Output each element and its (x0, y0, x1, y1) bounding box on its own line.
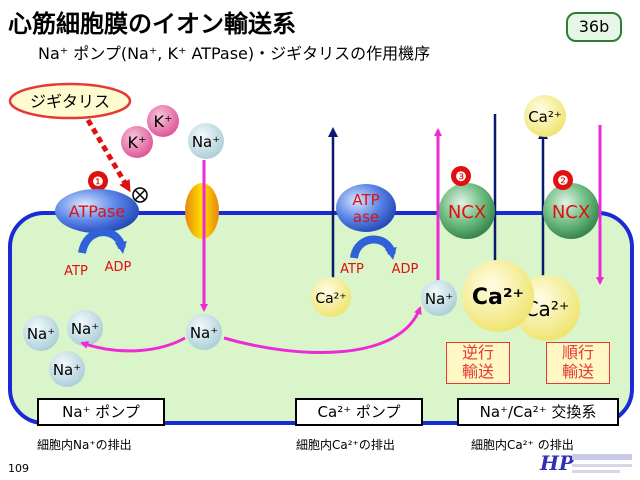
digitalis-label: ジギタリス (30, 92, 110, 111)
na-pump-atpase (55, 189, 139, 233)
ca-pump-label-top: ATP (352, 191, 379, 209)
ca-pump-label-bottom: ase (353, 208, 379, 226)
ca-pump-atpase (336, 184, 396, 232)
reverse-mode-box: 逆行 輸送 (446, 342, 510, 384)
reverse-mode-line-2: 輸送 (461, 362, 494, 381)
k-ion-lower (121, 126, 153, 158)
na-ion-channel-top-label: Na⁺ (192, 133, 220, 151)
svg-text:Ca²⁺: Ca²⁺ (528, 108, 562, 126)
na-pump-atp-label: ATP (64, 264, 88, 279)
marker-one (88, 171, 108, 191)
k-ion-upper-label: K⁺ (154, 112, 173, 131)
na-ion-ncx (421, 280, 457, 316)
ca-pump-atp-label: ATP (340, 262, 364, 277)
na-to-pump-arrow (80, 336, 186, 353)
page-number: 109 (8, 462, 29, 475)
exchanger-caption: 細胞内Ca²⁺ の排出 (471, 438, 574, 452)
k-ion-lower-label: K⁺ (128, 133, 147, 152)
ncx-forward (543, 183, 599, 239)
na-pump-caption: 細胞内Na⁺の排出 (37, 438, 132, 452)
digitalis-inhibition-arrow (85, 118, 131, 193)
ncx-reverse (439, 183, 495, 239)
exchanger-system-label: Na⁺/Ca²⁺ 交換系 (457, 398, 619, 426)
marker-two (553, 170, 573, 190)
na-pump-atpase-label: ATPase (69, 202, 125, 221)
svg-text:Na⁺: Na⁺ (190, 324, 218, 342)
na-to-ncx-arrow (223, 306, 422, 354)
ca-pump-atp-arrow (350, 235, 397, 260)
ca-pump-adp-label: ADP (392, 262, 419, 277)
ca-pump-system-label: Ca²⁺ ポンプ (295, 398, 423, 426)
digitalis-oval (8, 82, 132, 120)
publisher-logo: HP (539, 451, 632, 475)
page-title: 心筋細胞膜のイオン輸送系 (8, 10, 296, 38)
na-channel (185, 183, 219, 239)
svg-text:❶: ❶ (92, 175, 104, 190)
svg-text:Ca²⁺: Ca²⁺ (472, 285, 524, 310)
forward-mode-line-1: 順行 (561, 343, 594, 362)
svg-text:HP: HP (539, 451, 575, 475)
ca-ion-big-front (462, 260, 534, 332)
ca-ion-pump (311, 277, 351, 317)
ca-ion-top-right (524, 95, 566, 137)
svg-text:❷: ❷ (557, 174, 569, 189)
slide-number-badge: 36b (566, 12, 622, 42)
svg-text:Na⁺: Na⁺ (27, 325, 55, 343)
page-subtitle: Na⁺ ポンプ(Na⁺, K⁺ ATPase)・ジギタリスの作用機序 (38, 44, 431, 63)
svg-text:Na⁺: Na⁺ (53, 361, 81, 379)
marker-three (451, 166, 471, 186)
forward-mode-line-2: 輸送 (561, 362, 594, 381)
forward-mode-box: 順行 輸送 (546, 342, 610, 384)
svg-text:Na⁺: Na⁺ (71, 320, 99, 338)
na-pump-system-label: Na⁺ ポンプ (37, 398, 165, 426)
svg-text:❸: ❸ (455, 170, 467, 185)
ncx-reverse-label: NCX (448, 202, 486, 223)
svg-text:Na⁺: Na⁺ (425, 290, 453, 308)
na-ion-left-3 (49, 351, 85, 387)
na-ion-center (186, 314, 222, 350)
svg-text:Ca²⁺: Ca²⁺ (315, 291, 346, 307)
na-ion-left-1 (23, 315, 59, 351)
ncx-forward-label: NCX (552, 202, 590, 223)
na-ion-channel-top (188, 123, 224, 159)
ca-pump-caption: 細胞内Ca²⁺の排出 (296, 438, 395, 452)
na-ion-left-2 (67, 310, 103, 346)
na-pump-atp-arrow (78, 228, 127, 254)
reverse-mode-line-1: 逆行 (461, 343, 494, 362)
na-pump-adp-label: ADP (105, 260, 132, 275)
k-ion-upper (147, 105, 179, 137)
